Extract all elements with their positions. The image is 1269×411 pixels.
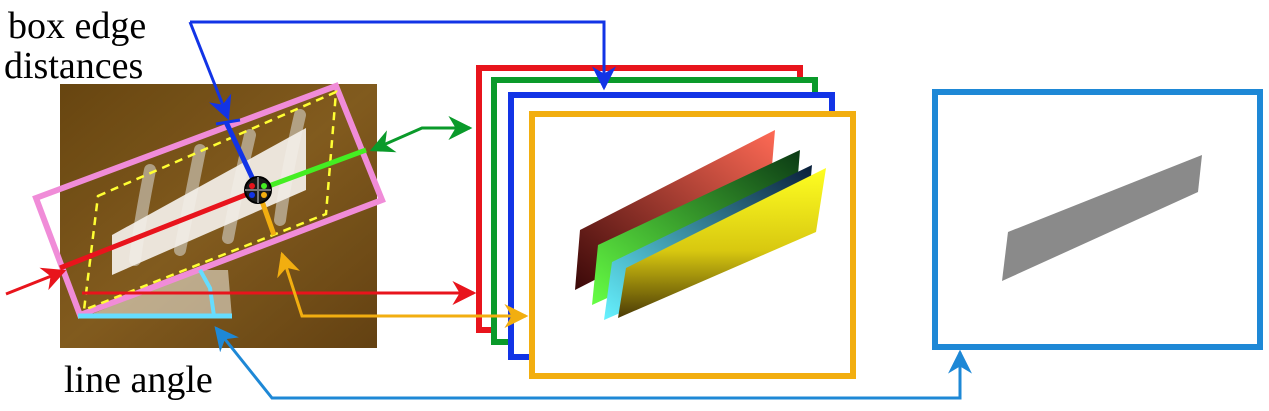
blue-to-map-arrow (190, 20, 616, 91)
green-distance-line (257, 147, 367, 193)
orange-to-map-arrow (277, 251, 529, 328)
blue-label-arrow (188, 21, 232, 121)
distance-planes (575, 130, 826, 320)
box-edge-label-line1: box edge (8, 5, 146, 47)
angle-to-output-arrow (214, 326, 972, 400)
planar-surface (112, 128, 306, 275)
line-angle-label: line angle (64, 359, 213, 401)
red-distance-line (59, 187, 259, 271)
yellow-dashed-box (82, 90, 338, 312)
green-to-map-arrow (369, 116, 473, 153)
blue-tick (215, 118, 241, 126)
red-input-arrow (5, 267, 67, 296)
gray-mask-plane (1002, 155, 1202, 281)
box-edge-label-line2: distances (4, 45, 143, 87)
crosshair-circle-icon (244, 176, 272, 204)
